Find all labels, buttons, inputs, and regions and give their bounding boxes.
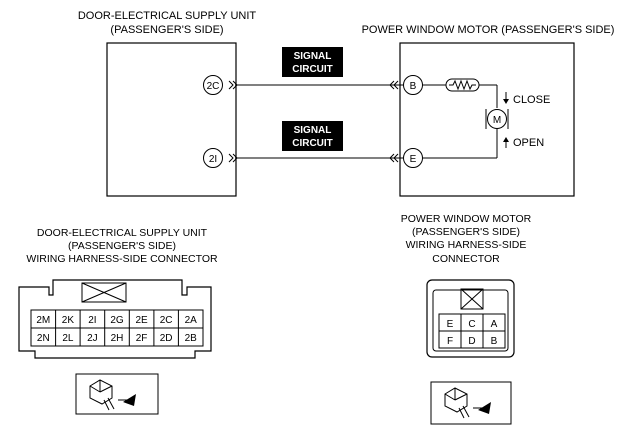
pin-e: E <box>447 319 454 330</box>
pin-c: C <box>468 319 475 330</box>
left-unit-title-line2: (PASSENGER'S SIDE) <box>110 24 223 36</box>
door-electrical-supply-unit-box <box>106 42 237 197</box>
pin-a: A <box>491 319 498 330</box>
pin-2g: 2G <box>110 315 124 326</box>
signal-circuit-label-top-line2: CIRCUIT <box>292 64 333 75</box>
left-connector-chevrons-bottom <box>228 153 238 163</box>
signal-circuit-label-bottom-line2: CIRCUIT <box>292 138 333 149</box>
signal-circuit-label-top-line1: SIGNAL <box>294 51 332 62</box>
pin-d: D <box>468 336 475 347</box>
pin-2a: 2A <box>185 315 198 326</box>
right-connector-chevrons-top <box>389 80 399 90</box>
pin-2f: 2F <box>136 333 148 344</box>
pin-2n: 2N <box>37 333 50 344</box>
terminal-2i: 2I <box>203 148 223 168</box>
close-arrow-icon <box>503 92 509 104</box>
motor-internal-circuit: M <box>422 78 509 159</box>
pin-2c: 2C <box>160 315 173 326</box>
left-unit-title-line1: DOOR-ELECTRICAL SUPPLY UNIT <box>78 10 257 22</box>
power-window-motor-box <box>399 42 575 197</box>
pin-2m: 2M <box>36 315 50 326</box>
pin-2h: 2H <box>111 333 124 344</box>
pin-2i: 2I <box>88 315 96 326</box>
right-connector-caption-line3: WIRING HARNESS-SIDE <box>406 239 527 251</box>
motor-symbol: M <box>493 115 501 126</box>
close-label: CLOSE <box>513 94 550 106</box>
pin-2k: 2K <box>62 315 75 326</box>
signal-circuit-label-bottom: SIGNAL CIRCUIT <box>282 121 343 151</box>
left-connector-caption-line2: (PASSENGER'S SIDE) <box>68 240 176 252</box>
connector-view-arrow-icon <box>75 373 159 415</box>
right-connector-caption-line2: (PASSENGER'S SIDE) <box>412 226 520 238</box>
pin-2l: 2L <box>62 333 74 344</box>
terminal-e-label: E <box>410 154 417 165</box>
left-connector-caption-line3: WIRING HARNESS-SIDE CONNECTOR <box>26 253 218 265</box>
signal-circuit-label-bottom-line1: SIGNAL <box>294 125 332 136</box>
right-connector-chevrons-bottom <box>389 153 399 163</box>
left-connector-caption-line1: DOOR-ELECTRICAL SUPPLY UNIT <box>37 227 208 239</box>
right-connector-caption-line1: POWER WINDOW MOTOR <box>401 213 532 225</box>
terminal-2c: 2C <box>203 75 223 95</box>
terminal-b: B <box>403 75 423 95</box>
pin-2e: 2E <box>135 315 148 326</box>
pin-2d: 2D <box>160 333 173 344</box>
left-connector-chevrons-top <box>228 80 238 90</box>
pin-2b: 2B <box>185 333 198 344</box>
motor-harness-connector <box>426 279 515 358</box>
motor-icon <box>487 109 507 129</box>
right-unit-title: POWER WINDOW MOTOR (PASSENGER'S SIDE) <box>362 24 615 36</box>
terminal-b-label: B <box>410 81 417 92</box>
terminal-e: E <box>403 148 423 168</box>
connector-view-arrow-icon <box>430 381 512 425</box>
right-connector-caption-line4: CONNECTOR <box>432 253 500 265</box>
open-arrow-icon <box>503 137 509 148</box>
terminal-2i-label: 2I <box>209 154 217 165</box>
pin-f: F <box>447 336 453 347</box>
terminal-2c-label: 2C <box>207 81 220 92</box>
signal-circuit-label-top: SIGNAL CIRCUIT <box>282 47 343 77</box>
open-label: OPEN <box>513 137 544 149</box>
pin-2j: 2J <box>87 333 98 344</box>
left-harness-connector <box>18 279 212 359</box>
pin-b: B <box>491 336 498 347</box>
